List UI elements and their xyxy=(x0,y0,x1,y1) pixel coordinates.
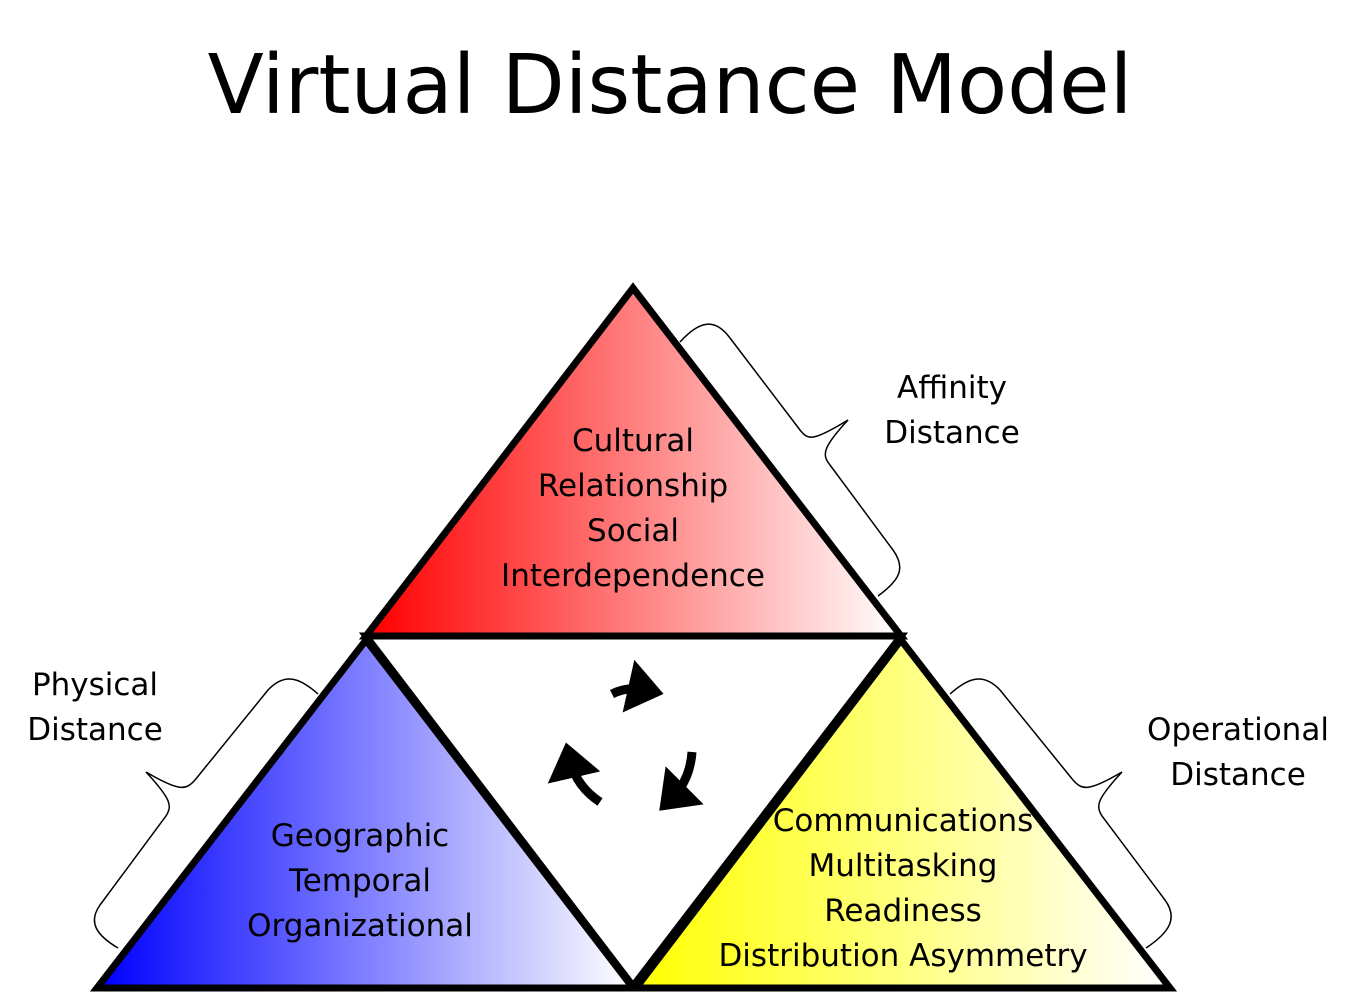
physical-item: Temporal xyxy=(289,863,431,899)
cycle-arrows-icon xyxy=(547,659,704,811)
cycle-arrow-right xyxy=(659,751,704,811)
physical-triangle xyxy=(89,634,641,992)
affinity-items: Cultural Relationship Social Interdepend… xyxy=(473,419,793,599)
affinity-brace xyxy=(679,323,901,597)
affinity-distance-label: Affinity Distance xyxy=(862,366,1042,456)
operational-triangle xyxy=(628,634,1178,992)
page-title: Virtual Distance Model xyxy=(207,38,1133,133)
affinity-item: Cultural xyxy=(571,423,695,459)
operational-item: Distribution Asymmetry xyxy=(718,938,1088,974)
physical-distance-line: Physical xyxy=(31,667,159,703)
physical-brace xyxy=(93,678,319,949)
physical-item: Geographic xyxy=(270,818,450,854)
operational-distance-line: Distance xyxy=(1170,757,1306,793)
operational-brace xyxy=(949,678,1172,949)
affinity-item: Social xyxy=(587,513,679,549)
operational-distance-line: Operational xyxy=(1147,712,1329,748)
operational-item: Communications xyxy=(772,803,1034,839)
affinity-distance-line: Distance xyxy=(884,415,1020,451)
operational-item: Readiness xyxy=(824,893,982,929)
cycle-arrow-left xyxy=(547,742,603,806)
physical-item: Organizational xyxy=(247,908,473,944)
cycle-arrow-top xyxy=(609,659,664,713)
physical-items: Geographic Temporal Organizational xyxy=(220,814,500,949)
operational-items: Communications Multitasking Readiness Di… xyxy=(703,799,1103,979)
affinity-item: Relationship xyxy=(537,468,729,504)
affinity-item: Interdependence xyxy=(501,558,765,594)
affinity-distance-line: Affinity xyxy=(897,370,1007,406)
operational-item: Multitasking xyxy=(808,848,998,884)
physical-distance-line: Distance xyxy=(27,712,163,748)
operational-distance-label: Operational Distance xyxy=(1140,708,1336,798)
physical-distance-label: Physical Distance xyxy=(10,663,180,753)
